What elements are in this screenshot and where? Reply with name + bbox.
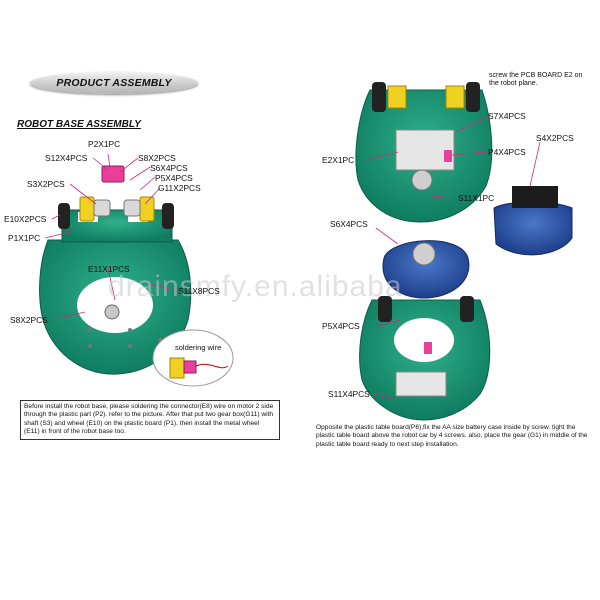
wheel-right	[162, 203, 174, 229]
soldering-inset	[152, 329, 234, 387]
label-s12: S12X4PCS	[45, 153, 88, 163]
label-p1: P1X1PC	[8, 233, 41, 243]
label-g11: G11X2PCS	[158, 183, 201, 193]
label-s11a: S11X1PC	[458, 193, 495, 203]
section-heading: ROBOT BASE ASSEMBLY	[17, 119, 141, 130]
label-e2: E2X1PC	[322, 155, 355, 165]
leader-lines-left	[44, 153, 179, 319]
battery-case	[493, 186, 573, 256]
label-s3: S3X2PCS	[27, 179, 65, 189]
robot-plane-bottom	[359, 296, 491, 421]
product-assembly-banner: PRODUCT ASSEMBLY	[30, 72, 198, 94]
page-title: PRODUCT ASSEMBLY	[56, 77, 172, 89]
plastic-table-board	[382, 240, 470, 299]
label-s6: S6X4PCS	[150, 163, 188, 173]
screws-bottom	[88, 328, 162, 358]
label-p5: P5X4PCS	[155, 173, 193, 183]
label-p2: P2X1PC	[88, 139, 121, 149]
robot-plane-top	[355, 82, 493, 223]
wheel-left	[58, 203, 70, 229]
label-p5-right: P5X4PCS	[322, 321, 360, 331]
label-e11: E11X1PCS	[88, 264, 130, 274]
soldering-label: soldering wire	[175, 343, 222, 352]
label-e10: E10X2PCS	[4, 214, 47, 224]
leader-lines-right	[365, 115, 541, 401]
label-s6-right: S6X4PCS	[330, 219, 368, 229]
label-s8b: S8X2PCS	[10, 315, 48, 325]
watermark: drainsmfy.en.alibaba	[108, 270, 403, 303]
right-top-note: screw the PCB BOARD E2 on the robot plan…	[486, 70, 592, 91]
metal-wheel	[104, 304, 120, 320]
gear-box-right	[123, 196, 155, 222]
right-instruction-note: Opposite the plastic table board(P6),fix…	[313, 422, 593, 452]
label-s7: S7X4PCS	[488, 111, 526, 121]
label-s11b: S11X4PCS	[328, 389, 370, 399]
label-s11: S11X8PCS	[178, 286, 220, 296]
label-p4: P4X4PCS	[488, 147, 526, 157]
label-s8: S8X2PCS	[138, 153, 176, 163]
connector-part	[101, 165, 125, 183]
left-instruction-note: Before install the robot base, please so…	[20, 400, 280, 440]
gear-box-left	[79, 196, 111, 222]
label-s4: S4X2PCS	[536, 133, 574, 143]
